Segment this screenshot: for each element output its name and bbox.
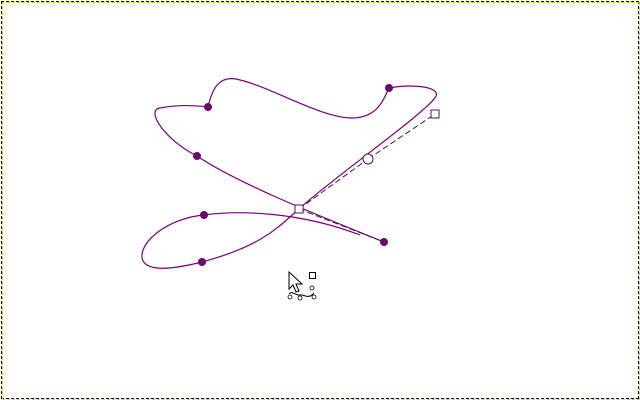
handle-line-2 [367, 113, 436, 160]
anchor-point[interactable] [385, 84, 393, 92]
anchor-point[interactable] [198, 258, 206, 266]
anchor-point[interactable] [200, 211, 208, 219]
anchor-point[interactable] [204, 103, 212, 111]
arrow-cursor-icon [288, 270, 304, 293]
selected-anchor-point[interactable] [362, 153, 374, 165]
bezier-path[interactable] [141, 78, 437, 269]
anchor-point[interactable] [380, 238, 388, 246]
anchor-point[interactable] [193, 152, 201, 160]
handle-line-1 [298, 158, 369, 210]
cursor-square-icon [309, 272, 316, 279]
path-edit-modifier-icon [287, 285, 317, 301]
handle-square[interactable] [294, 204, 304, 214]
handle-square[interactable] [430, 109, 440, 119]
handle-line-3 [298, 208, 385, 243]
